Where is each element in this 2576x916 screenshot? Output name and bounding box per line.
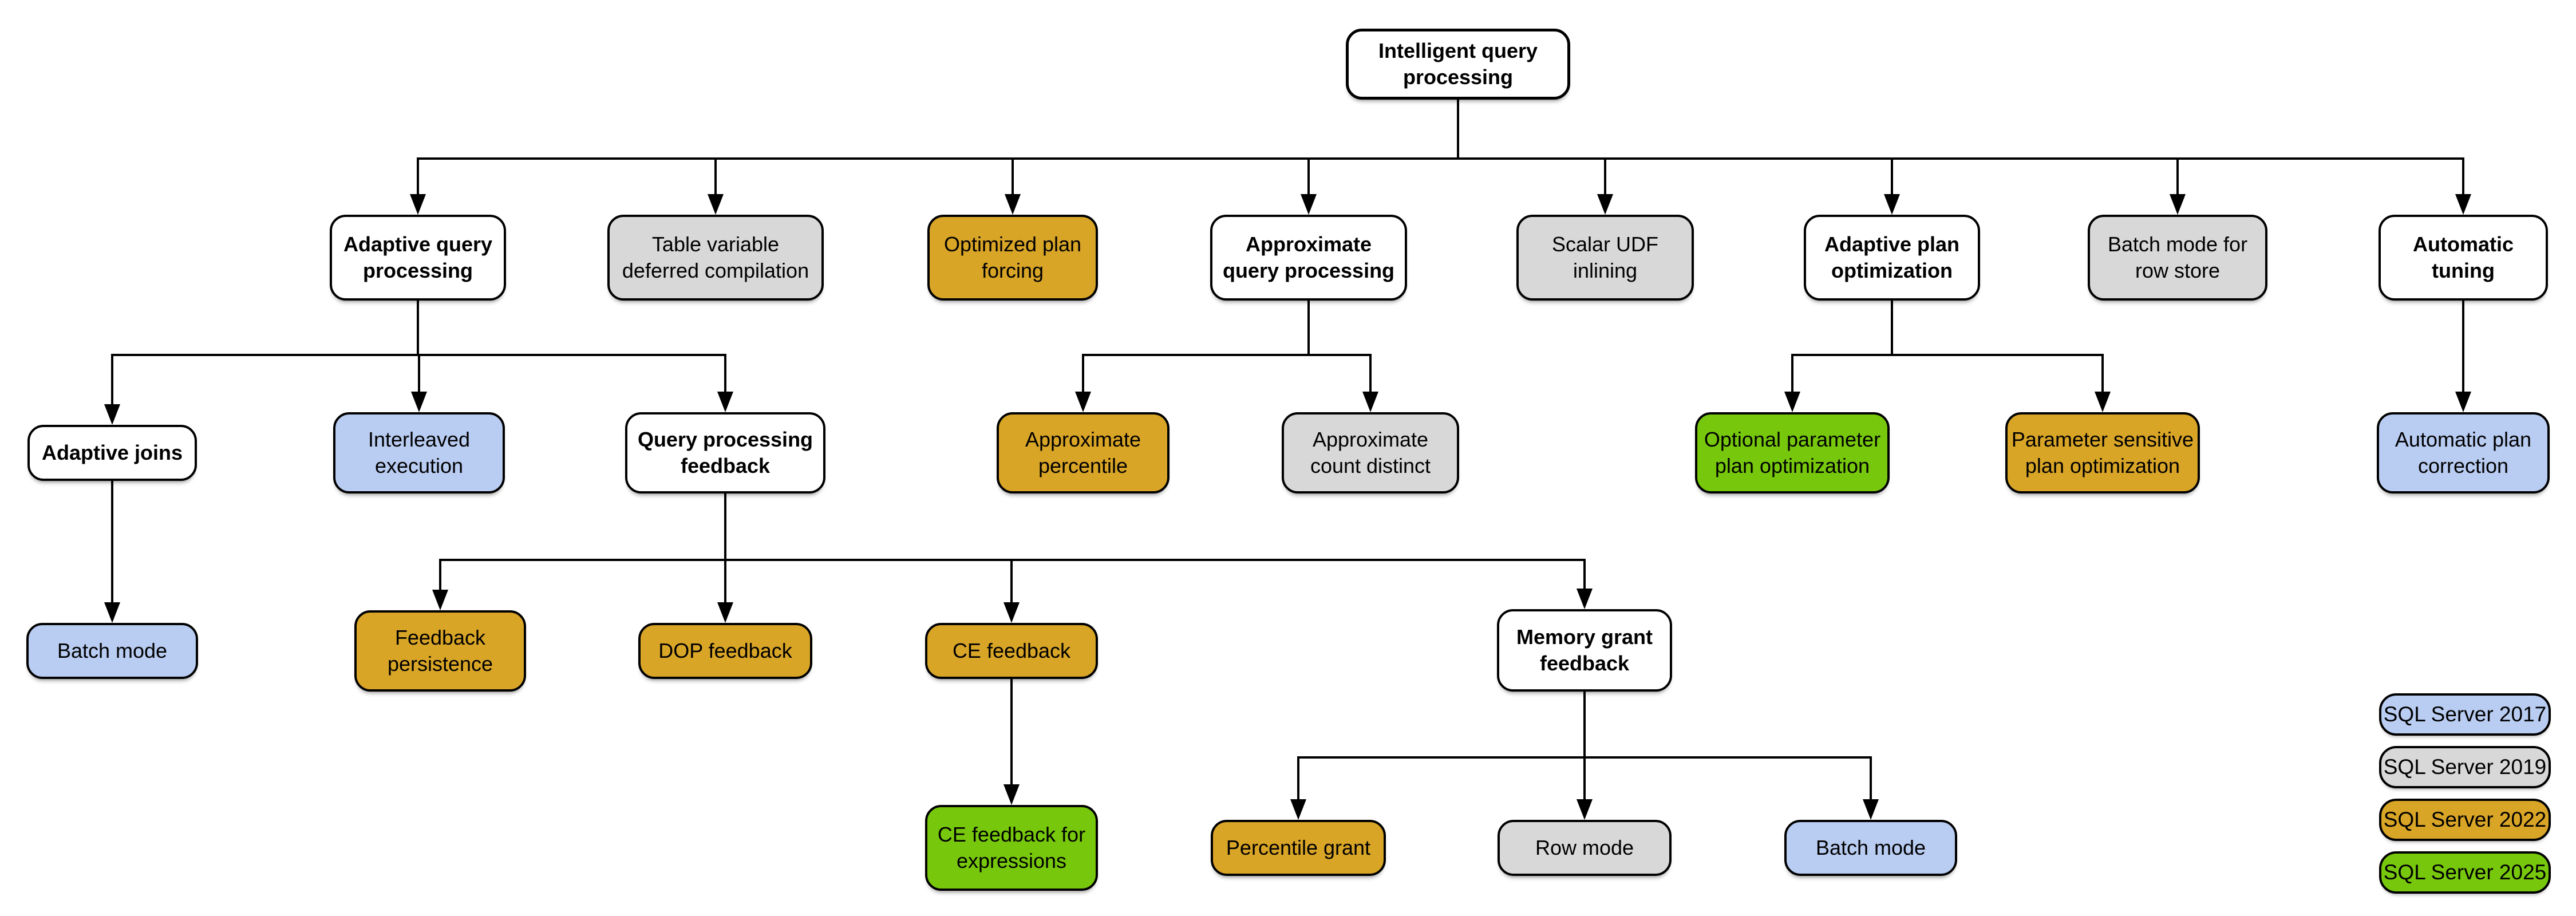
node-approximate-query-processing: Approximate query processing bbox=[1210, 215, 1407, 301]
legend-item-sql-server-2019: SQL Server 2019 bbox=[2379, 746, 2551, 788]
arrowhead-icon bbox=[717, 392, 733, 412]
arrowhead-icon bbox=[1863, 799, 1879, 820]
arrowhead-icon bbox=[2455, 392, 2471, 412]
arrowhead-icon bbox=[717, 602, 733, 623]
legend-item-sql-server-2017: SQL Server 2017 bbox=[2379, 693, 2551, 736]
node-scalar-udf-inlining: Scalar UDF inlining bbox=[1516, 215, 1694, 301]
node-optimized-plan-forcing: Optimized plan forcing bbox=[927, 215, 1098, 301]
arrowhead-icon bbox=[1362, 392, 1378, 412]
arrowhead-icon bbox=[1577, 799, 1593, 820]
node-automatic-tuning: Automatic tuning bbox=[2379, 215, 2548, 301]
arrowhead-icon bbox=[1597, 194, 1613, 215]
arrowhead-icon bbox=[2095, 392, 2111, 412]
legend-item-sql-server-2025: SQL Server 2025 bbox=[2379, 851, 2551, 894]
legend-item-sql-server-2022: SQL Server 2022 bbox=[2379, 799, 2551, 841]
arrowhead-icon bbox=[1784, 392, 1800, 412]
arrowhead-icon bbox=[1005, 194, 1021, 215]
arrowhead-icon bbox=[2170, 194, 2186, 215]
arrowhead-icon bbox=[432, 590, 448, 610]
node-ce-feedback-for-expressions: CE feedback for expressions bbox=[925, 805, 1098, 891]
node-ce-feedback: CE feedback bbox=[925, 623, 1098, 679]
node-adaptive-plan-optimization: Adaptive plan optimization bbox=[1804, 215, 1980, 301]
node-adaptive-joins: Adaptive joins bbox=[27, 425, 197, 481]
node-interleaved-execution: Interleaved execution bbox=[333, 412, 505, 493]
node-dop-feedback: DOP feedback bbox=[638, 623, 812, 679]
node-table-variable-deferred-compilation: Table variable deferred compilation bbox=[607, 215, 824, 301]
node-feedback-persistence: Feedback persistence bbox=[354, 610, 526, 692]
arrowhead-icon bbox=[1003, 602, 1020, 623]
node-adaptive-query-processing: Adaptive query processing bbox=[330, 215, 506, 301]
arrowhead-icon bbox=[1075, 392, 1091, 412]
arrowhead-icon bbox=[1290, 799, 1306, 820]
arrowhead-icon bbox=[1301, 194, 1317, 215]
arrowhead-icon bbox=[708, 194, 724, 215]
node-percentile-grant: Percentile grant bbox=[1211, 820, 1386, 876]
node-memory-grant-feedback: Memory grant feedback bbox=[1497, 609, 1672, 692]
node-parameter-sensitive-plan-optimization: Parameter sensitive plan optimization bbox=[2005, 412, 2200, 493]
node-batch-mode-for-row-store: Batch mode for row store bbox=[2088, 215, 2267, 301]
node-automatic-plan-correction: Automatic plan correction bbox=[2377, 412, 2550, 493]
arrowhead-icon bbox=[104, 602, 120, 623]
node-approximate-count-distinct: Approximate count distinct bbox=[1282, 412, 1459, 493]
arrowhead-icon bbox=[1577, 589, 1593, 609]
arrowhead-icon bbox=[1884, 194, 1900, 215]
node-batch-mode: Batch mode bbox=[1784, 820, 1957, 876]
arrowhead-icon bbox=[2455, 194, 2471, 215]
node-batch-mode: Batch mode bbox=[26, 623, 198, 679]
node-optional-parameter-plan-optimization: Optional parameter plan optimization bbox=[1695, 412, 1890, 493]
arrowhead-icon bbox=[1003, 784, 1020, 805]
node-intelligent-query-processing: Intelligent query processing bbox=[1346, 29, 1570, 100]
arrowhead-icon bbox=[411, 392, 427, 412]
node-row-mode: Row mode bbox=[1498, 820, 1672, 876]
arrowhead-icon bbox=[104, 404, 120, 425]
node-approximate-percentile: Approximate percentile bbox=[997, 412, 1170, 493]
arrowhead-icon bbox=[410, 194, 426, 215]
node-query-processing-feedback: Query processing feedback bbox=[625, 412, 825, 493]
